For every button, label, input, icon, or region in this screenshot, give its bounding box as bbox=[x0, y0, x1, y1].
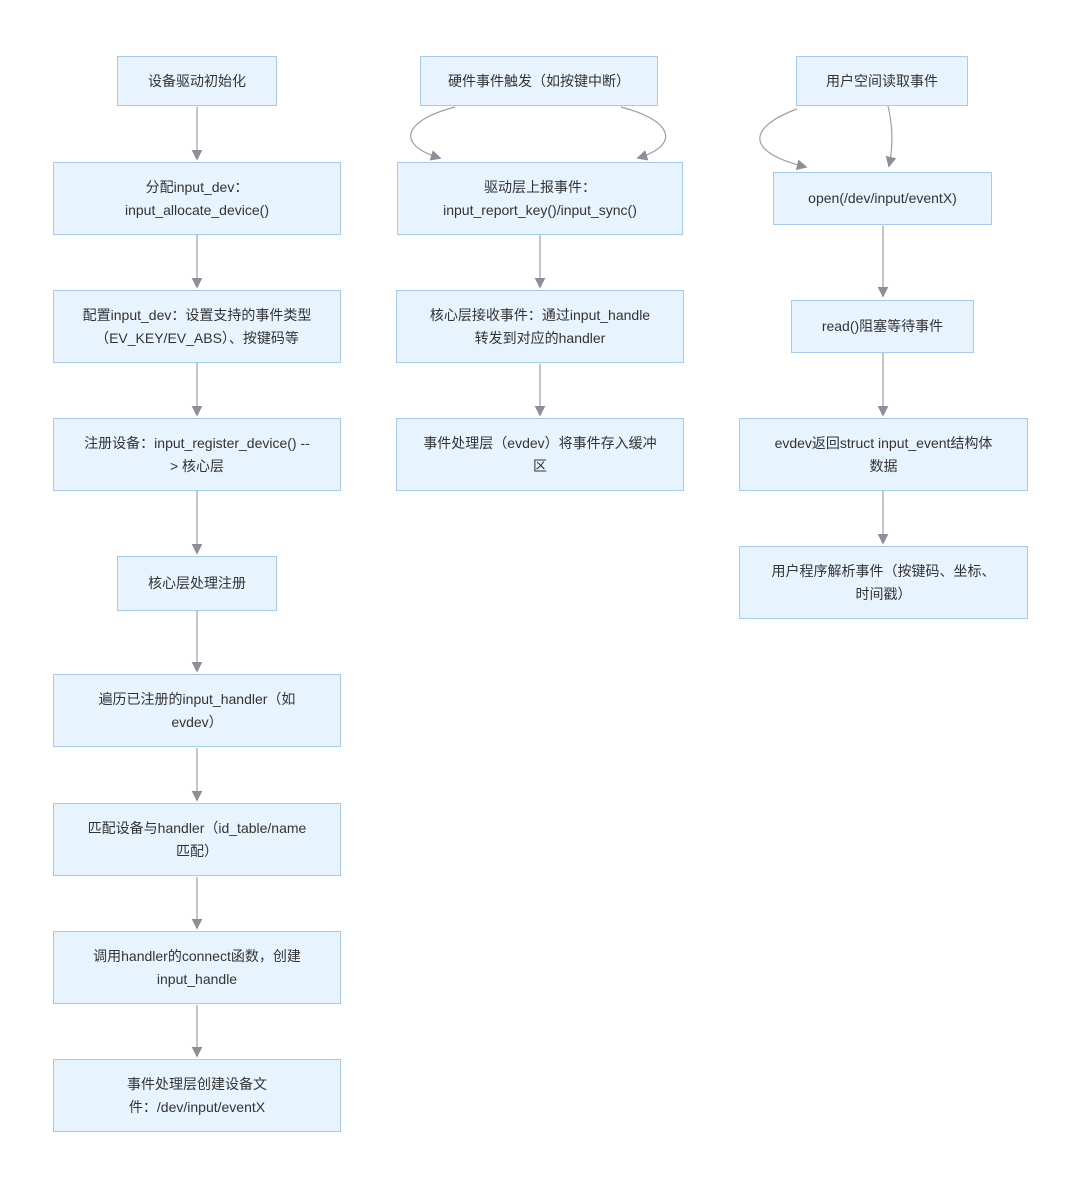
node-open-device: open(/dev/input/eventX) bbox=[773, 172, 992, 225]
node-iterate-handlers: 遍历已注册的input_handler（如 evdev） bbox=[53, 674, 341, 747]
node-label: 配置input_dev：设置支持的事件类型 （EV_KEY/EV_ABS）、按键… bbox=[82, 307, 312, 346]
node-label: 分配input_dev： input_allocate_device() bbox=[125, 179, 269, 218]
node-allocate-input-dev: 分配input_dev： input_allocate_device() bbox=[53, 162, 341, 235]
node-evdev-buffer-event: 事件处理层（evdev）将事件存入缓冲 区 bbox=[396, 418, 684, 491]
node-label: 驱动层上报事件： input_report_key()/input_sync() bbox=[443, 179, 637, 218]
node-label: 用户空间读取事件 bbox=[826, 72, 938, 89]
node-label: 调用handler的connect函数，创建 input_handle bbox=[93, 948, 301, 987]
node-label: 核心层接收事件：通过input_handle 转发到对应的handler bbox=[429, 307, 651, 346]
node-label: 设备驱动初始化 bbox=[148, 72, 246, 89]
node-label: 注册设备：input_register_device() -- > 核心层 bbox=[84, 435, 310, 474]
node-configure-input-dev: 配置input_dev：设置支持的事件类型 （EV_KEY/EV_ABS）、按键… bbox=[53, 290, 341, 363]
node-label: 用户程序解析事件（按键码、坐标、 时间戳） bbox=[771, 563, 996, 602]
node-evdev-return-struct: evdev返回struct input_event结构体 数据 bbox=[739, 418, 1028, 491]
node-driver-report-event: 驱动层上报事件： input_report_key()/input_sync() bbox=[397, 162, 683, 235]
node-label: read()阻塞等待事件 bbox=[821, 318, 944, 335]
node-label: 匹配设备与handler（id_table/name 匹配） bbox=[87, 820, 307, 859]
node-core-handles-registration: 核心层处理注册 bbox=[117, 556, 277, 611]
node-label: 硬件事件触发（如按键中断） bbox=[448, 72, 630, 89]
node-user-parse-event: 用户程序解析事件（按键码、坐标、 时间戳） bbox=[739, 546, 1028, 619]
node-call-connect: 调用handler的connect函数，创建 input_handle bbox=[53, 931, 341, 1004]
arrow-c2n0-c2n1-left bbox=[759, 108, 808, 171]
node-label: 遍历已注册的input_handler（如 evdev） bbox=[98, 691, 296, 730]
arrow-c2n0-c2n1-right bbox=[885, 105, 897, 168]
node-match-device-handler: 匹配设备与handler（id_table/name 匹配） bbox=[53, 803, 341, 876]
node-userspace-read-event: 用户空间读取事件 bbox=[796, 56, 968, 106]
node-label: 核心层处理注册 bbox=[148, 575, 246, 592]
arrow-c1n0-c1n1-right bbox=[620, 106, 667, 161]
node-label: 事件处理层（evdev）将事件存入缓冲 区 bbox=[423, 435, 657, 474]
arrow-c1n0-c1n1-left bbox=[410, 106, 456, 161]
node-device-driver-init: 设备驱动初始化 bbox=[117, 56, 277, 106]
node-register-device: 注册设备：input_register_device() -- > 核心层 bbox=[53, 418, 341, 491]
node-label: evdev返回struct input_event结构体 数据 bbox=[774, 435, 993, 474]
node-core-receive-event: 核心层接收事件：通过input_handle 转发到对应的handler bbox=[396, 290, 684, 363]
node-hardware-event-trigger: 硬件事件触发（如按键中断） bbox=[420, 56, 658, 106]
node-create-device-file: 事件处理层创建设备文 件：/dev/input/eventX bbox=[53, 1059, 341, 1132]
node-label: open(/dev/input/eventX) bbox=[808, 190, 957, 207]
node-read-block-wait: read()阻塞等待事件 bbox=[791, 300, 974, 353]
node-label: 事件处理层创建设备文 件：/dev/input/eventX bbox=[127, 1076, 267, 1115]
